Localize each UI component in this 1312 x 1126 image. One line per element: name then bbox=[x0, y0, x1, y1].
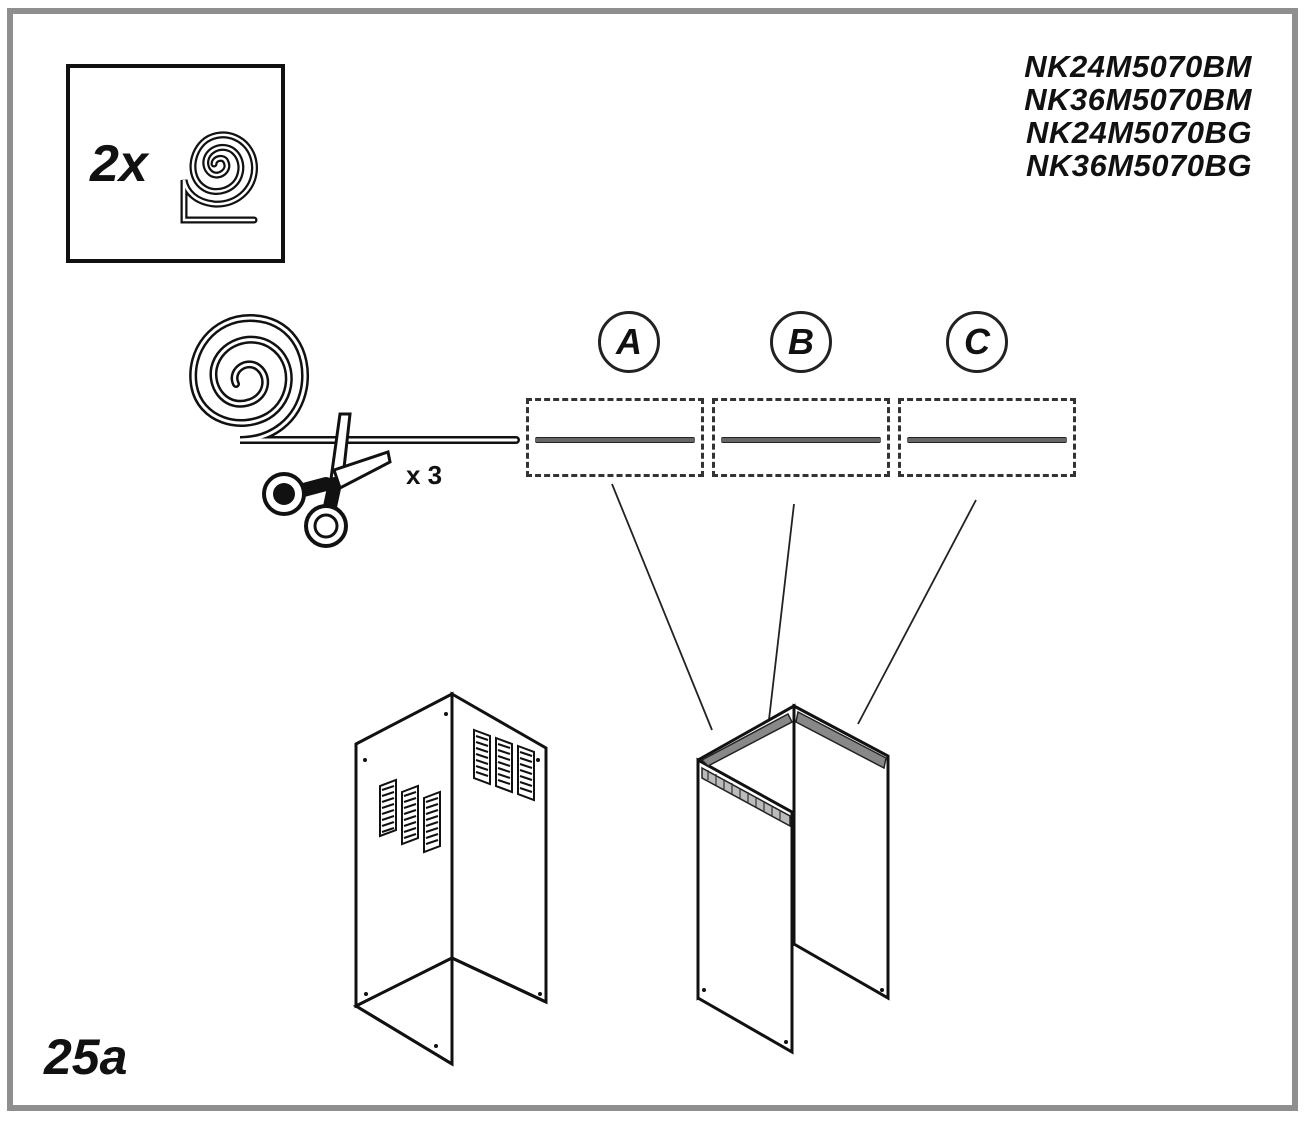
model-number: NK36M5070BM bbox=[1024, 82, 1252, 117]
model-number: NK24M5070BG bbox=[1025, 115, 1252, 150]
quantity-label: 2x bbox=[90, 135, 148, 193]
strip-label-b: B bbox=[770, 311, 832, 373]
model-list: NK24M5070BM NK36M5070BM NK24M5070BG NK36… bbox=[1024, 50, 1252, 182]
model-number: NK24M5070BM bbox=[1024, 49, 1252, 84]
cut-count-label: x 3 bbox=[406, 460, 443, 490]
seal-roll-icon bbox=[180, 131, 258, 224]
seal-strip-a bbox=[535, 437, 695, 443]
leader-line-a bbox=[611, 483, 713, 731]
seal-roll-icon bbox=[189, 313, 520, 444]
quantity-box: 2x bbox=[66, 64, 285, 263]
strip-label-c: C bbox=[946, 311, 1008, 373]
strip-box-a bbox=[526, 398, 704, 477]
figure-number: 25a bbox=[44, 1029, 128, 1085]
seal-strip-b bbox=[721, 437, 881, 443]
strip-box-b bbox=[712, 398, 890, 477]
seal-strip-a bbox=[700, 712, 793, 767]
chimney-cover-sealed bbox=[696, 703, 890, 1055]
strip-box-c bbox=[898, 398, 1076, 477]
seal-strip-c bbox=[907, 437, 1067, 443]
seal-strip-c bbox=[795, 710, 887, 770]
strip-label-a: A bbox=[598, 311, 660, 373]
scissors-icon bbox=[262, 412, 392, 548]
chimney-cover-vented bbox=[352, 691, 548, 1067]
model-number: NK36M5070BG bbox=[1025, 148, 1252, 183]
leader-line-c bbox=[857, 499, 977, 725]
